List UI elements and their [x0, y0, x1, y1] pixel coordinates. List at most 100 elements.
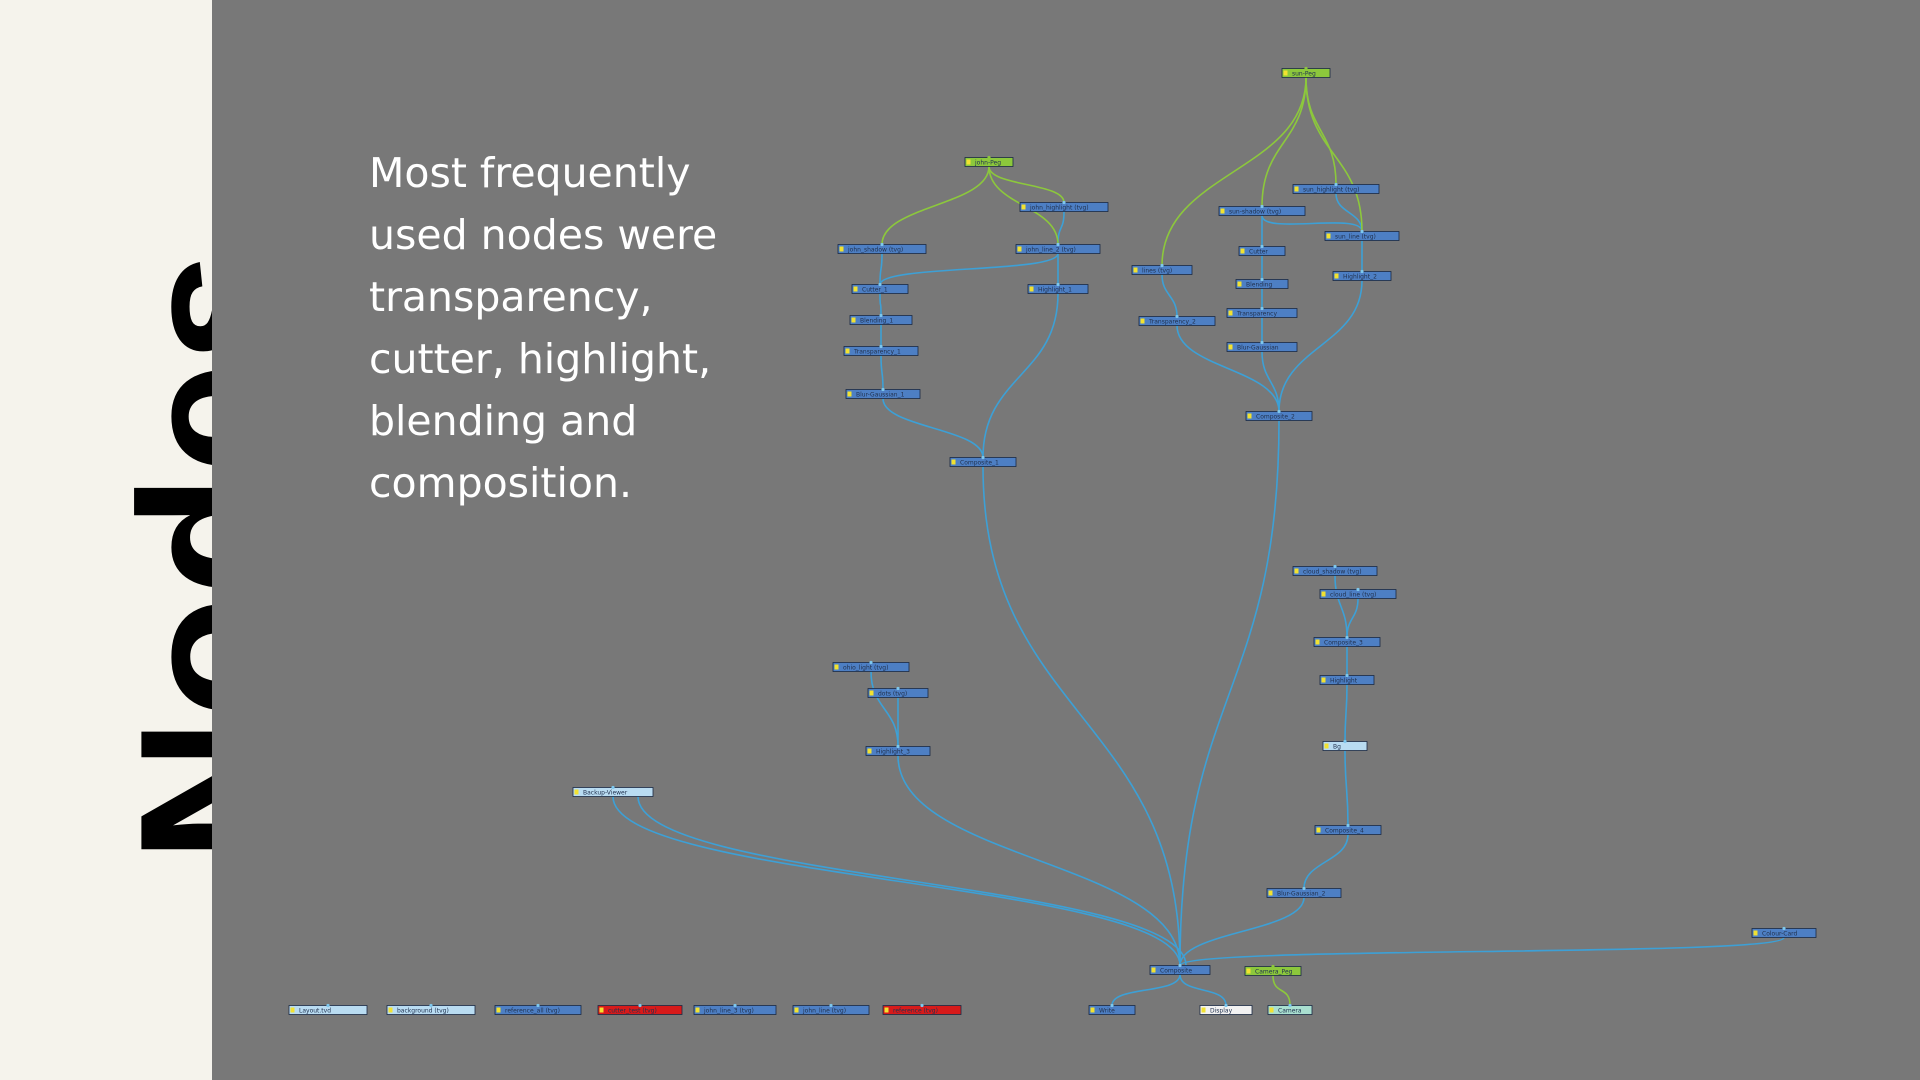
- wire-sn1-to-sn3: [870, 671, 899, 747]
- node-b9[interactable]: Display: [1199, 1003, 1253, 1015]
- node-b2[interactable]: background (tvg): [386, 1003, 476, 1015]
- node-view-canvas[interactable]: john-Peg sun-Peg john_highlight (tvg) john_…: [212, 0, 1920, 1080]
- node-input-port[interactable]: [733, 1003, 737, 1008]
- node-rn1[interactable]: sun_highlight (tvg): [1292, 182, 1380, 194]
- node-input-port[interactable]: [536, 1003, 540, 1008]
- node-ln9[interactable]: Composite_1: [949, 455, 1017, 467]
- node-input-port[interactable]: [1360, 269, 1364, 274]
- node-input-port[interactable]: [987, 155, 991, 160]
- node-input-port[interactable]: [1175, 314, 1179, 319]
- node-cc[interactable]: Colour-Card: [1751, 926, 1817, 938]
- node-input-port[interactable]: [981, 455, 985, 460]
- node-input-port[interactable]: [1056, 242, 1060, 247]
- node-input-port[interactable]: [1260, 340, 1264, 345]
- node-input-port[interactable]: [1288, 1003, 1292, 1008]
- node-input-port[interactable]: [1160, 263, 1164, 268]
- node-enable-icon: [1316, 827, 1321, 833]
- node-main[interactable]: Composite: [1149, 963, 1211, 975]
- node-b5[interactable]: john_line_3 (tvg): [693, 1003, 777, 1015]
- node-input-port[interactable]: [881, 387, 885, 392]
- node-input-port[interactable]: [1356, 587, 1360, 592]
- node-input-port[interactable]: [896, 744, 900, 749]
- node-input-port[interactable]: [1260, 277, 1264, 282]
- node-ln7[interactable]: Transparency_1: [843, 344, 919, 356]
- node-input-port[interactable]: [326, 1003, 330, 1008]
- node-graph[interactable]: john-Peg sun-Peg john_highlight (tvg) john_…: [212, 0, 1920, 1080]
- node-input-port[interactable]: [829, 1003, 833, 1008]
- node-mn1[interactable]: cloud_shadow (tvg): [1292, 564, 1378, 576]
- node-input-port[interactable]: [920, 1003, 924, 1008]
- node-label: Camera_Peg: [1255, 969, 1293, 976]
- node-ln4[interactable]: Cutter_1: [851, 282, 909, 294]
- node-input-port[interactable]: [1360, 229, 1364, 234]
- node-b7[interactable]: reference (tvg): [882, 1003, 962, 1015]
- node-input-port[interactable]: [880, 242, 884, 247]
- node-mn5[interactable]: Bg: [1322, 739, 1368, 751]
- node-b8[interactable]: Write: [1088, 1003, 1136, 1015]
- node-rn7[interactable]: Transparency_2: [1138, 314, 1216, 326]
- node-ln3[interactable]: john_line_2 (tvg): [1015, 242, 1101, 254]
- node-input-port[interactable]: [1302, 886, 1306, 891]
- node-ln6[interactable]: Blending_1: [849, 313, 913, 325]
- node-input-port[interactable]: [869, 660, 873, 665]
- node-b3[interactable]: reference_all (tvg): [494, 1003, 582, 1015]
- node-input-port[interactable]: [878, 282, 882, 287]
- node-b6[interactable]: john_line (tvg): [792, 1003, 870, 1015]
- node-input-port[interactable]: [1304, 66, 1308, 71]
- node-rn2[interactable]: sun-shadow (tvg): [1218, 204, 1306, 216]
- node-rn3[interactable]: sun_line (tvg): [1324, 229, 1400, 241]
- node-input-port[interactable]: [1277, 409, 1281, 414]
- node-input-port[interactable]: [879, 344, 883, 349]
- node-campeg[interactable]: Camera_Peg: [1244, 964, 1302, 976]
- node-input-port[interactable]: [1110, 1003, 1114, 1008]
- node-sn1[interactable]: ohio_light (tvg): [832, 660, 910, 672]
- node-peg-left[interactable]: john-Peg: [964, 155, 1014, 167]
- node-input-port[interactable]: [1334, 182, 1338, 187]
- node-input-port[interactable]: [1782, 926, 1786, 931]
- node-input-port[interactable]: [879, 313, 883, 318]
- node-rn5[interactable]: Cutter: [1238, 244, 1286, 256]
- node-input-port[interactable]: [1062, 200, 1066, 205]
- node-ln8[interactable]: Blur-Gaussian_1: [845, 387, 921, 399]
- node-input-port[interactable]: [1345, 635, 1349, 640]
- node-layer: john-Peg sun-Peg john_highlight (tvg) john_…: [288, 66, 1817, 1015]
- node-mn3[interactable]: Composite_3: [1313, 635, 1381, 647]
- node-bk[interactable]: Backup-Viewer: [572, 785, 654, 797]
- node-input-port[interactable]: [1333, 564, 1337, 569]
- node-rn11[interactable]: Composite_2: [1245, 409, 1313, 421]
- node-input-port[interactable]: [638, 1003, 642, 1008]
- node-input-port[interactable]: [1260, 244, 1264, 249]
- node-input-port[interactable]: [429, 1003, 433, 1008]
- node-input-port[interactable]: [1056, 282, 1060, 287]
- node-input-port[interactable]: [1224, 1003, 1228, 1008]
- node-ln5[interactable]: Highlight_1: [1027, 282, 1089, 294]
- node-rn10[interactable]: Blur-Gaussian: [1226, 340, 1298, 352]
- node-mn7[interactable]: Blur-Gaussian_2: [1266, 886, 1342, 898]
- node-ln2[interactable]: john_shadow (tvg): [837, 242, 927, 254]
- node-rn9[interactable]: Transparency: [1226, 306, 1298, 318]
- node-input-port[interactable]: [1178, 963, 1182, 968]
- node-input-port[interactable]: [1345, 673, 1349, 678]
- node-b10[interactable]: Camera: [1267, 1003, 1313, 1015]
- node-input-port[interactable]: [1260, 306, 1264, 311]
- node-rn8[interactable]: Blending: [1235, 277, 1289, 289]
- node-input-port[interactable]: [1346, 823, 1350, 828]
- node-sn3[interactable]: Highlight_3: [865, 744, 931, 756]
- node-mn4[interactable]: Highlight: [1319, 673, 1375, 685]
- node-input-port[interactable]: [1260, 204, 1264, 209]
- node-b4[interactable]: cutter_test (tvg): [597, 1003, 683, 1015]
- node-sn2[interactable]: dots (tvg): [867, 686, 929, 698]
- node-rn4[interactable]: lines (tvg): [1131, 263, 1193, 275]
- node-input-port[interactable]: [896, 686, 900, 691]
- node-mn6[interactable]: Composite_4: [1314, 823, 1382, 835]
- node-mn2[interactable]: cloud_line (tvg): [1319, 587, 1397, 599]
- node-peg-right[interactable]: sun-Peg: [1281, 66, 1331, 78]
- wire-rn11-to-main: [1179, 420, 1280, 966]
- node-ln1[interactable]: john_highlight (tvg): [1019, 200, 1109, 212]
- node-input-port[interactable]: [1343, 739, 1347, 744]
- node-b1[interactable]: Layout.tvd: [288, 1003, 368, 1015]
- node-rn6[interactable]: Highlight_2: [1332, 269, 1392, 281]
- node-input-port[interactable]: [611, 785, 615, 790]
- node-input-port[interactable]: [1271, 964, 1275, 969]
- node-label: cloud_shadow (tvg): [1303, 569, 1362, 576]
